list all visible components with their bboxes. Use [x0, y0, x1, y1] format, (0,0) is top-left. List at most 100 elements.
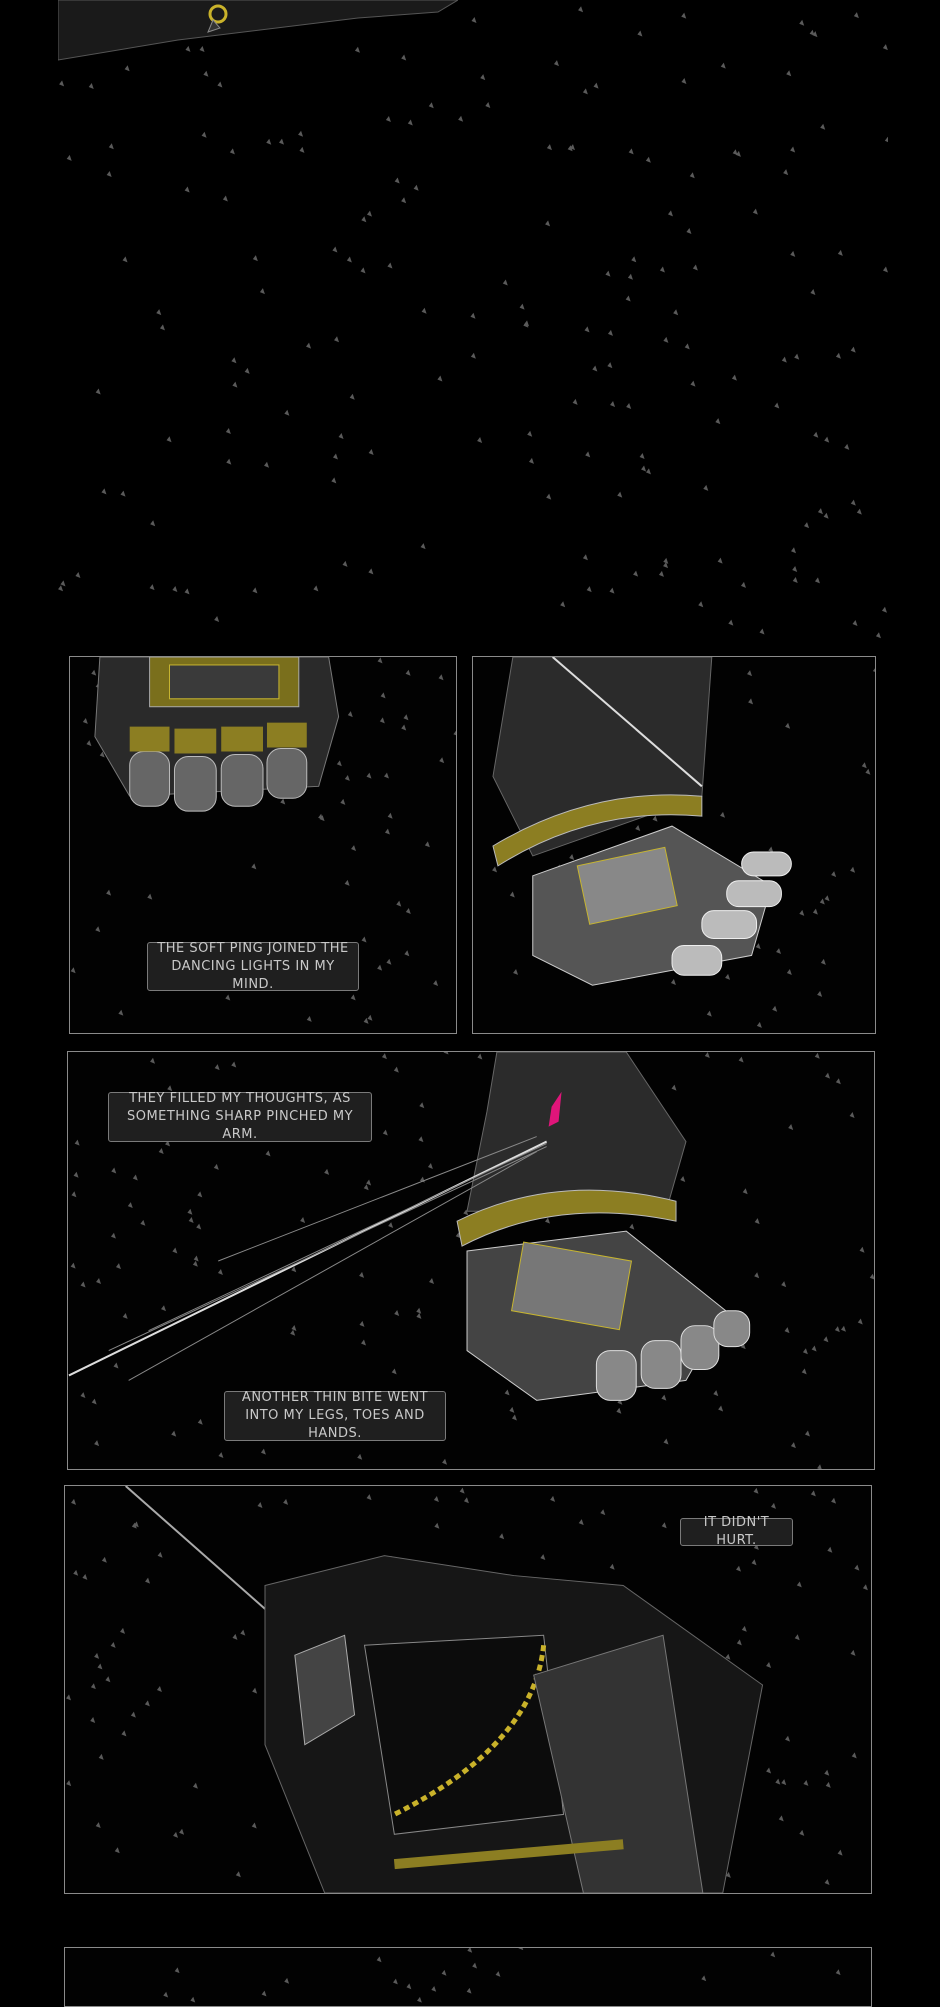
- speckle-mark: [849, 1111, 855, 1118]
- speckle-mark: [567, 145, 573, 152]
- speckle-mark: [433, 1496, 439, 1503]
- speckle-mark: [334, 336, 340, 343]
- speckle-mark: [188, 1217, 194, 1223]
- speckle-mark: [781, 1779, 787, 1786]
- speckle-mark: [344, 774, 350, 781]
- speckle-mark: [470, 352, 476, 359]
- speckle-mark: [775, 1778, 781, 1785]
- speckle-mark: [605, 270, 611, 277]
- speckle-mark: [66, 1780, 72, 1787]
- speckle-mark: [766, 1767, 772, 1774]
- speckle-mark: [835, 1969, 841, 1976]
- speckle-mark: [616, 1407, 622, 1414]
- speckle-mark: [673, 309, 679, 316]
- speckle-mark: [244, 367, 250, 374]
- speckle-mark: [306, 1015, 312, 1022]
- speckle-mark: [617, 491, 623, 498]
- speckle-mark: [283, 1498, 289, 1505]
- speckle-mark: [527, 430, 533, 437]
- speckle-mark: [774, 402, 780, 409]
- speckle-mark: [173, 1831, 179, 1838]
- speckle-mark: [346, 256, 352, 263]
- speckle-mark: [214, 1064, 220, 1071]
- speckle-mark: [121, 1730, 127, 1737]
- speckle-mark: [667, 210, 673, 217]
- speckle-mark: [407, 119, 413, 126]
- speckle-mark: [313, 585, 319, 592]
- speckle-mark: [689, 172, 695, 179]
- speckle-mark: [158, 1147, 164, 1154]
- caption-box: They filled my thoughts, as something sh…: [108, 1091, 372, 1142]
- speckle-mark: [518, 1948, 524, 1951]
- speckle-mark: [659, 266, 665, 273]
- speckle-mark: [419, 1102, 425, 1109]
- speckle-mark: [781, 356, 787, 363]
- speckle-mark: [366, 210, 372, 217]
- speckle-mark: [463, 1497, 469, 1504]
- speckle-mark: [794, 353, 800, 360]
- speckle-mark: [261, 1990, 267, 1997]
- speckle-mark: [759, 628, 765, 635]
- speckle-mark: [99, 751, 105, 758]
- speckle-mark: [593, 82, 599, 89]
- speckle-mark: [609, 587, 615, 594]
- speckle-mark: [600, 1509, 606, 1516]
- speckle-mark: [553, 60, 559, 67]
- speckle-mark: [861, 762, 867, 769]
- speckle-mark: [401, 724, 407, 731]
- speckle-mark: [111, 1167, 117, 1174]
- speckle-mark: [834, 1326, 840, 1333]
- speckle-mark: [82, 1573, 88, 1580]
- speckle-mark: [199, 45, 205, 52]
- speckle-mark: [354, 46, 360, 53]
- speckle-mark: [439, 757, 445, 764]
- speckle-mark: [438, 674, 444, 681]
- speckle-mark: [511, 1414, 517, 1421]
- speckle-mark: [298, 130, 304, 137]
- speckle-mark: [825, 1781, 831, 1788]
- speckle-mark: [663, 1438, 669, 1445]
- speckle-mark: [71, 1191, 77, 1198]
- caption-box: It didn't hurt.: [680, 1515, 793, 1548]
- speckle-mark: [59, 80, 65, 87]
- speckle-mark: [360, 267, 366, 274]
- speckle-mark: [882, 44, 888, 51]
- panel-chain-figure: It didn't hurt.: [64, 1485, 872, 1894]
- speckle-mark: [799, 19, 805, 26]
- speckle-mark: [416, 1312, 422, 1319]
- caption-box: The soft ping joined the dancing lights …: [147, 941, 359, 992]
- speckle-mark: [495, 1971, 501, 1977]
- speckle-mark: [477, 1053, 483, 1060]
- speckle-mark: [95, 388, 101, 395]
- speckle-mark: [748, 698, 754, 705]
- speckle-mark: [332, 453, 338, 460]
- speckle-mark: [90, 1683, 96, 1690]
- speckle-mark: [810, 1490, 816, 1497]
- speckle-mark: [738, 1056, 744, 1063]
- speckle-mark: [467, 1948, 473, 1953]
- speckle-mark: [509, 1406, 515, 1413]
- speckle-mark: [344, 879, 350, 886]
- starfield-background: [163, 1948, 841, 2003]
- speckle-mark: [226, 458, 232, 465]
- speckle-mark: [58, 585, 64, 592]
- speckle-mark: [627, 273, 633, 280]
- speckle-mark: [251, 1822, 257, 1829]
- speckle-mark: [645, 156, 651, 163]
- speckle-mark: [366, 1494, 372, 1501]
- speckle-mark: [803, 1779, 809, 1786]
- speckle-mark: [725, 1653, 731, 1660]
- speckle-mark: [427, 1162, 433, 1169]
- speckle-mark: [150, 520, 156, 527]
- speckle-mark: [692, 264, 698, 271]
- speckle-mark: [421, 307, 427, 314]
- speckle-mark: [336, 760, 342, 767]
- speckle-mark: [804, 1430, 810, 1437]
- speckle-mark: [814, 1052, 820, 1059]
- speckle-mark: [105, 1676, 111, 1683]
- speckle-mark: [406, 1983, 412, 1990]
- speckle-mark: [96, 1278, 102, 1284]
- speckle-mark: [799, 1829, 805, 1836]
- speckle-mark: [392, 1978, 398, 1985]
- speckle-mark: [359, 1271, 365, 1278]
